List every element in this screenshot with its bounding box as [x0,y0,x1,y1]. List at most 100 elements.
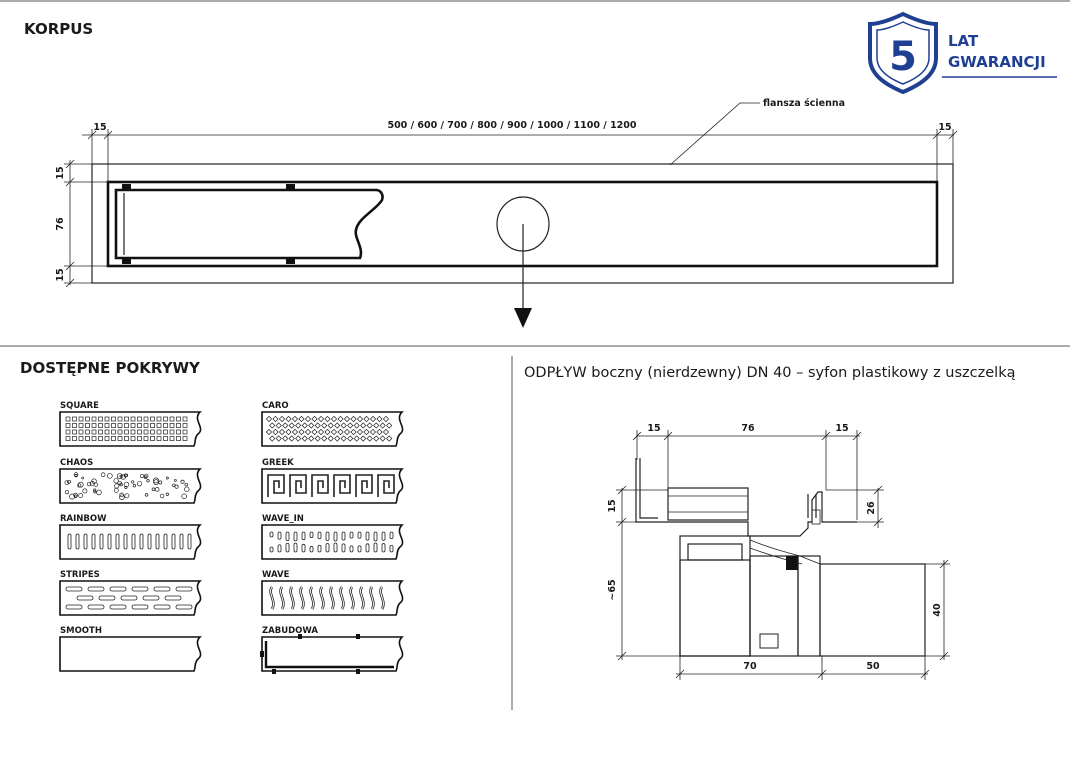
cover-label: ZABUDOWA [262,626,318,636]
pattern-hole [144,493,149,497]
pattern-hole [143,475,148,479]
pattern-hole [349,545,354,553]
pattern-hole [356,415,364,423]
pattern-hole [143,429,149,435]
pattern-hole [174,484,179,489]
pattern-hole [182,436,188,441]
pattern-hole [269,422,276,429]
cover-label: GREEK [262,458,294,468]
pattern-hole [382,415,390,423]
pattern-hole [91,429,97,435]
pattern-hole [334,435,341,442]
pattern-hole [150,423,155,428]
pattern-hole [278,415,286,423]
pattern-hole [347,422,354,429]
pattern-hole [330,428,338,436]
pattern-hole [309,546,314,553]
pattern-hole [288,435,295,442]
cover-rainbow: RAINBOW [59,514,202,560]
pattern-hole [83,533,88,550]
pattern-hole [282,435,289,442]
pattern-hole [64,490,70,495]
pattern-hole [369,415,377,423]
warranty-badge: 5 LAT GWARANCJI [868,11,1057,95]
pattern-hole [73,492,78,498]
pattern-hole [137,429,142,435]
covers-title: DOSTĘPNE POKRYWY [20,359,201,377]
pattern-hole [337,415,344,423]
pattern-hole [137,436,142,441]
pattern-hole [76,595,94,601]
pattern-hole [182,423,188,428]
korpus-dim-right: 15 [938,122,951,133]
pattern-hole [74,473,78,478]
zabudowa-clip [356,634,360,639]
pattern-hole [78,493,84,498]
pattern-hole [111,436,116,441]
korpus-title: KORPUS [24,20,93,38]
cover-wave-in: WAVE_IN [261,514,404,560]
pattern-hole [81,476,85,480]
pattern-hole [163,429,168,435]
pattern-hole-inner [370,586,374,610]
pattern-hole [324,415,331,423]
pattern-hole [340,422,347,429]
pattern-hole [269,546,274,553]
pattern-hole [330,415,338,423]
pattern-hole [327,435,334,442]
pattern-hole [109,586,127,592]
flange-label: flansza ścienna [763,98,845,109]
pattern-hole [131,604,149,610]
zabudowa-clip [356,669,360,674]
cover-label: WAVE_IN [262,514,304,524]
pattern-hole [163,533,168,550]
pattern-hole [340,435,347,442]
pattern-hole [321,435,328,442]
pattern-hole-inner [330,586,334,610]
cover-label: CHAOS [60,458,93,468]
pattern-hole [341,543,346,553]
pattern-hole [91,416,97,422]
pattern-hole [298,415,305,423]
pattern-hole [130,436,136,441]
pattern-hole [379,422,386,429]
pattern-hole [65,436,71,441]
pattern-hole-inner [300,586,304,610]
cover-outline [59,411,202,447]
pattern-hole [269,531,274,538]
pattern-hole [308,435,315,442]
pattern-hole [164,595,182,601]
pattern-hole [123,473,128,478]
outlet-dim-right-lower: 40 [932,603,943,617]
pattern-hole [343,428,351,436]
cover-greek: GREEK [261,458,404,504]
outlet-dim-left-upper: 15 [607,499,618,512]
pattern-hole [176,436,181,441]
pattern-hole [151,487,156,492]
pattern-hole [64,480,70,485]
pattern-hole [156,436,162,441]
pattern-hole [98,595,116,601]
pattern-hole [275,435,282,442]
pattern-hole [131,480,135,484]
cover-outline [59,580,202,616]
pattern-hole [147,533,152,550]
pattern-hole [82,488,88,494]
outlet-drawing: 15 76 15 15 ~65 26 40 70 50 [607,423,950,680]
pattern-hole [353,435,360,442]
pattern-hole [301,435,308,442]
pattern-hole [381,543,386,553]
pattern-hole [72,416,77,422]
pattern-hole [136,481,143,487]
pattern-hole [176,423,181,428]
pattern-hole [386,435,393,442]
pattern-hole [72,429,77,435]
pattern-hole [301,543,306,553]
pattern-hole [317,428,325,436]
cover-label: SQUARE [60,401,99,411]
pattern-hole [169,436,175,441]
pattern-hole [347,435,354,442]
pattern-hole-inner [320,586,324,610]
pattern-hole [341,531,346,541]
